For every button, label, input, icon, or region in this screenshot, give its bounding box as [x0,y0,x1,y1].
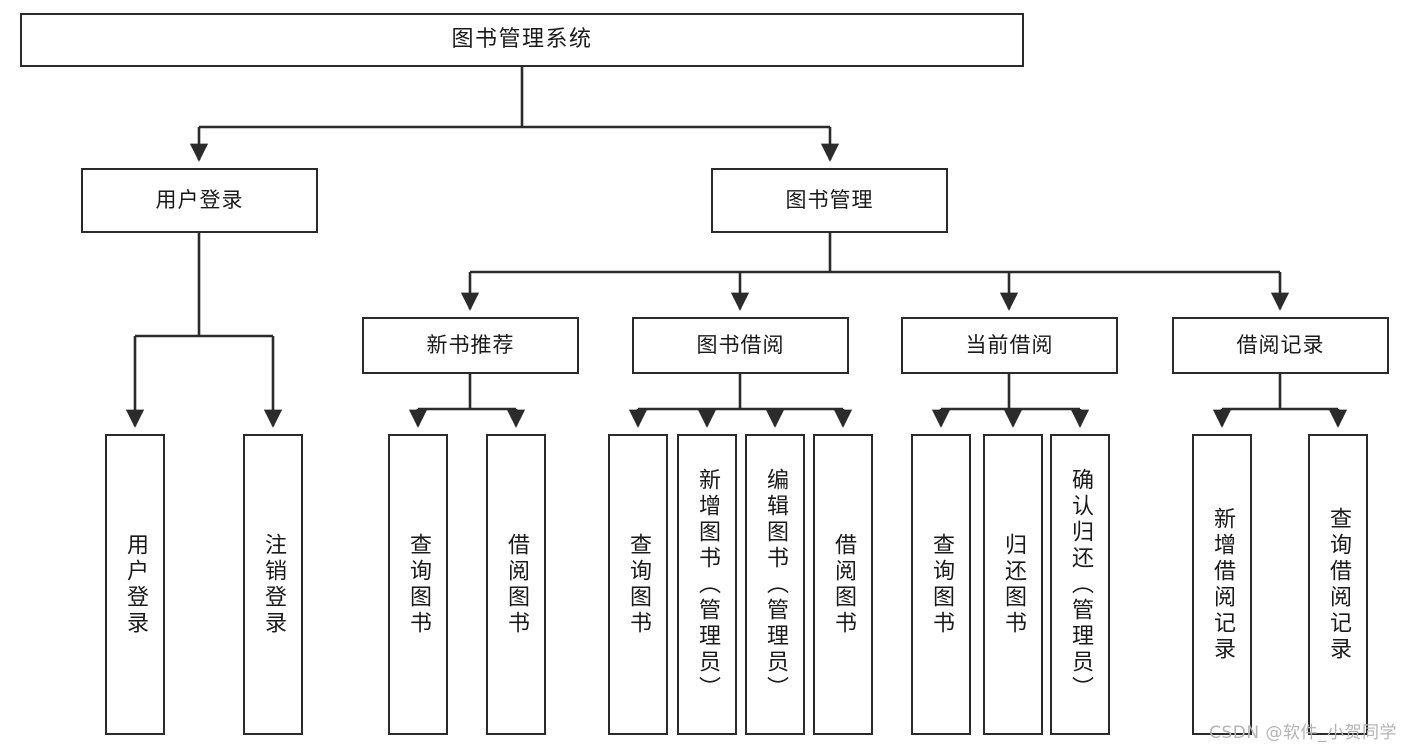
node-label: 借阅图书 [504,532,529,637]
node-root-system[interactable]: 图书管理系统 [20,13,1024,67]
node-label: 确认归还（管理员） [1068,467,1093,702]
leaf-user-login[interactable]: 用户登录 [105,434,165,735]
leaf-query-book-borrow[interactable]: 查询图书 [608,434,668,735]
leaf-add-book-admin[interactable]: 新增图书（管理员） [677,434,737,735]
csdn-watermark: CSDN @软件_小贺同学 [1209,723,1397,743]
node-new-book-recommend[interactable]: 新书推荐 [362,317,579,374]
node-borrow-record[interactable]: 借阅记录 [1172,317,1389,374]
node-label: 当前借阅 [965,333,1054,358]
node-label: 归还图书 [1001,532,1026,637]
leaf-confirm-return-admin[interactable]: 确认归还（管理员） [1050,434,1110,735]
node-label: 新书推荐 [426,333,515,358]
leaf-query-book-recommend[interactable]: 查询图书 [388,434,448,735]
node-label: 借阅图书 [831,532,856,637]
leaf-add-borrow-record[interactable]: 新增借阅记录 [1192,434,1252,735]
node-label: 查询图书 [929,532,954,637]
leaf-return-book[interactable]: 归还图书 [983,434,1043,735]
node-label: 新增借阅记录 [1210,506,1235,663]
node-label: 图书借阅 [696,333,785,358]
node-label: 图书管理系统 [451,27,593,53]
node-label: 用户登录 [155,188,244,213]
leaf-query-book-current[interactable]: 查询图书 [911,434,971,735]
leaf-logout[interactable]: 注销登录 [243,434,303,735]
node-user-login[interactable]: 用户登录 [81,168,318,233]
node-label: 注销登录 [261,532,286,637]
leaf-borrow-book[interactable]: 借阅图书 [813,434,873,735]
node-book-management[interactable]: 图书管理 [711,168,948,233]
node-label: 查询图书 [406,532,431,637]
node-label: 新增图书（管理员） [695,467,720,702]
node-label: 借阅记录 [1236,333,1325,358]
node-label: 图书管理 [785,188,874,213]
node-book-borrow[interactable]: 图书借阅 [632,317,849,374]
leaf-query-borrow-record[interactable]: 查询借阅记录 [1308,434,1368,735]
node-label: 查询借阅记录 [1326,506,1351,663]
leaf-edit-book-admin[interactable]: 编辑图书（管理员） [745,434,805,735]
node-label: 查询图书 [626,532,651,637]
node-current-borrow[interactable]: 当前借阅 [901,317,1118,374]
node-label: 编辑图书（管理员） [763,467,788,702]
leaf-borrow-book-recommend[interactable]: 借阅图书 [486,434,546,735]
node-label: 用户登录 [123,532,148,637]
